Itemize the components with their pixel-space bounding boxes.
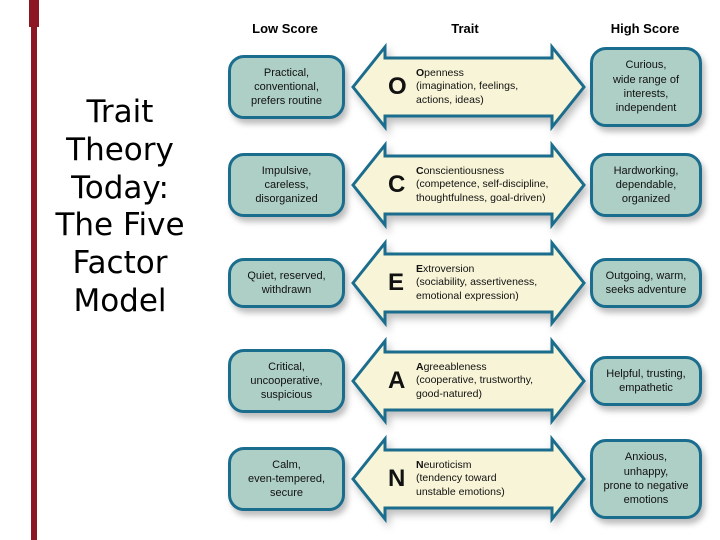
trait-row-conscientiousness: Impulsive, careless, disorganized C Cons… xyxy=(225,136,717,234)
trait-row-agreeableness: Critical, uncooperative, suspicious A Ag… xyxy=(225,332,717,430)
trait-name-first-letter: O xyxy=(416,66,425,79)
trait-text: Conscientiousness (competence, self-disc… xyxy=(416,165,548,206)
trait-text: Openness (imagination, feelings, actions… xyxy=(416,67,518,108)
trait-description: (imagination, feelings, actions, ideas) xyxy=(416,80,519,106)
double-arrow-icon xyxy=(351,238,586,328)
trait-name-rest: penness xyxy=(424,66,464,79)
arrow-content: A Agreeableness (cooperative, trustworth… xyxy=(388,352,555,410)
high-score-box: Helpful, trusting, empathetic xyxy=(590,355,702,407)
trait-letter: C xyxy=(388,171,406,198)
trait-name: Agreeableness xyxy=(416,361,533,375)
trait-row-neuroticism: Calm, even-tempered, secure N Neuroticis… xyxy=(225,430,717,528)
arrow-content: C Conscientiousness (competence, self-di… xyxy=(388,156,555,214)
trait-name-rest: greeableness xyxy=(423,360,487,373)
trait-name-rest: euroticism xyxy=(423,458,472,471)
trait-name-rest: xtroversion xyxy=(423,262,475,275)
arrow-content: N Neuroticism (tendency toward unstable … xyxy=(388,450,555,508)
trait-description: (cooperative, trustworthy, good-natured) xyxy=(416,374,534,400)
trait-name: Neuroticism xyxy=(416,459,505,473)
double-arrow-icon xyxy=(351,336,586,426)
trait-name-rest: onscientiousness xyxy=(423,164,505,177)
trait-text: Agreeableness (cooperative, trustworthy,… xyxy=(416,361,533,402)
double-arrow-icon xyxy=(351,42,586,132)
trait-description: (tendency toward unstable emotions) xyxy=(416,472,505,498)
trait-arrow: A Agreeableness (cooperative, trustworth… xyxy=(351,336,586,426)
double-arrow-icon xyxy=(351,140,586,230)
left-accent-bar xyxy=(31,0,37,540)
trait-arrow: E Extroversion (sociability, assertivene… xyxy=(351,238,586,328)
trait-letter: N xyxy=(388,465,406,492)
trait-description: (competence, self-discipline, thoughtful… xyxy=(416,178,549,204)
trait-text: Extroversion (sociability, assertiveness… xyxy=(416,263,537,304)
trait-arrow: N Neuroticism (tendency toward unstable … xyxy=(351,434,586,524)
column-header-trait: Trait xyxy=(451,21,479,36)
high-score-box: Anxious, unhappy, prone to negative emot… xyxy=(590,439,702,519)
slide-title: Trait Theory Today: The Five Factor Mode… xyxy=(55,94,185,320)
low-score-box: Critical, uncooperative, suspicious xyxy=(228,348,345,414)
arrow-content: E Extroversion (sociability, assertivene… xyxy=(388,254,555,312)
low-score-box: Impulsive, careless, disorganized xyxy=(228,152,345,218)
trait-letter: O xyxy=(388,73,407,100)
trait-name-first-letter: C xyxy=(416,164,424,177)
column-header-low-score: Low Score xyxy=(252,21,318,36)
low-score-box: Quiet, reserved, withdrawn xyxy=(228,257,345,309)
trait-name-first-letter: N xyxy=(416,458,424,471)
trait-name-first-letter: A xyxy=(416,360,424,373)
trait-description: (sociability, assertiveness, emotional e… xyxy=(416,276,538,302)
column-header-high-score: High Score xyxy=(610,21,680,36)
high-score-box: Outgoing, warm, seeks adventure xyxy=(590,257,702,309)
trait-rows: Practical, conventional, prefers routine… xyxy=(225,38,717,528)
low-score-box: Calm, even-tempered, secure xyxy=(228,446,345,512)
trait-letter: A xyxy=(388,367,406,394)
trait-name: Openness xyxy=(416,67,518,81)
low-score-box: Practical, conventional, prefers routine xyxy=(228,54,345,120)
arrow-content: O Openness (imagination, feelings, actio… xyxy=(388,58,555,116)
trait-name: Conscientiousness xyxy=(416,165,548,179)
left-accent-stub xyxy=(29,0,39,27)
double-arrow-icon xyxy=(351,434,586,524)
trait-row-openness: Practical, conventional, prefers routine… xyxy=(225,38,717,136)
trait-row-extroversion: Quiet, reserved, withdrawn E Extroversio… xyxy=(225,234,717,332)
trait-letter: E xyxy=(388,269,405,296)
trait-text: Neuroticism (tendency toward unstable em… xyxy=(416,459,505,500)
trait-name-first-letter: E xyxy=(416,262,424,275)
trait-arrow: C Conscientiousness (competence, self-di… xyxy=(351,140,586,230)
high-score-box: Hardworking, dependable, organized xyxy=(590,152,702,218)
trait-name: Extroversion xyxy=(416,263,537,277)
trait-arrow: O Openness (imagination, feelings, actio… xyxy=(351,42,586,132)
high-score-box: Curious, wide range of interests, indepe… xyxy=(590,47,702,127)
